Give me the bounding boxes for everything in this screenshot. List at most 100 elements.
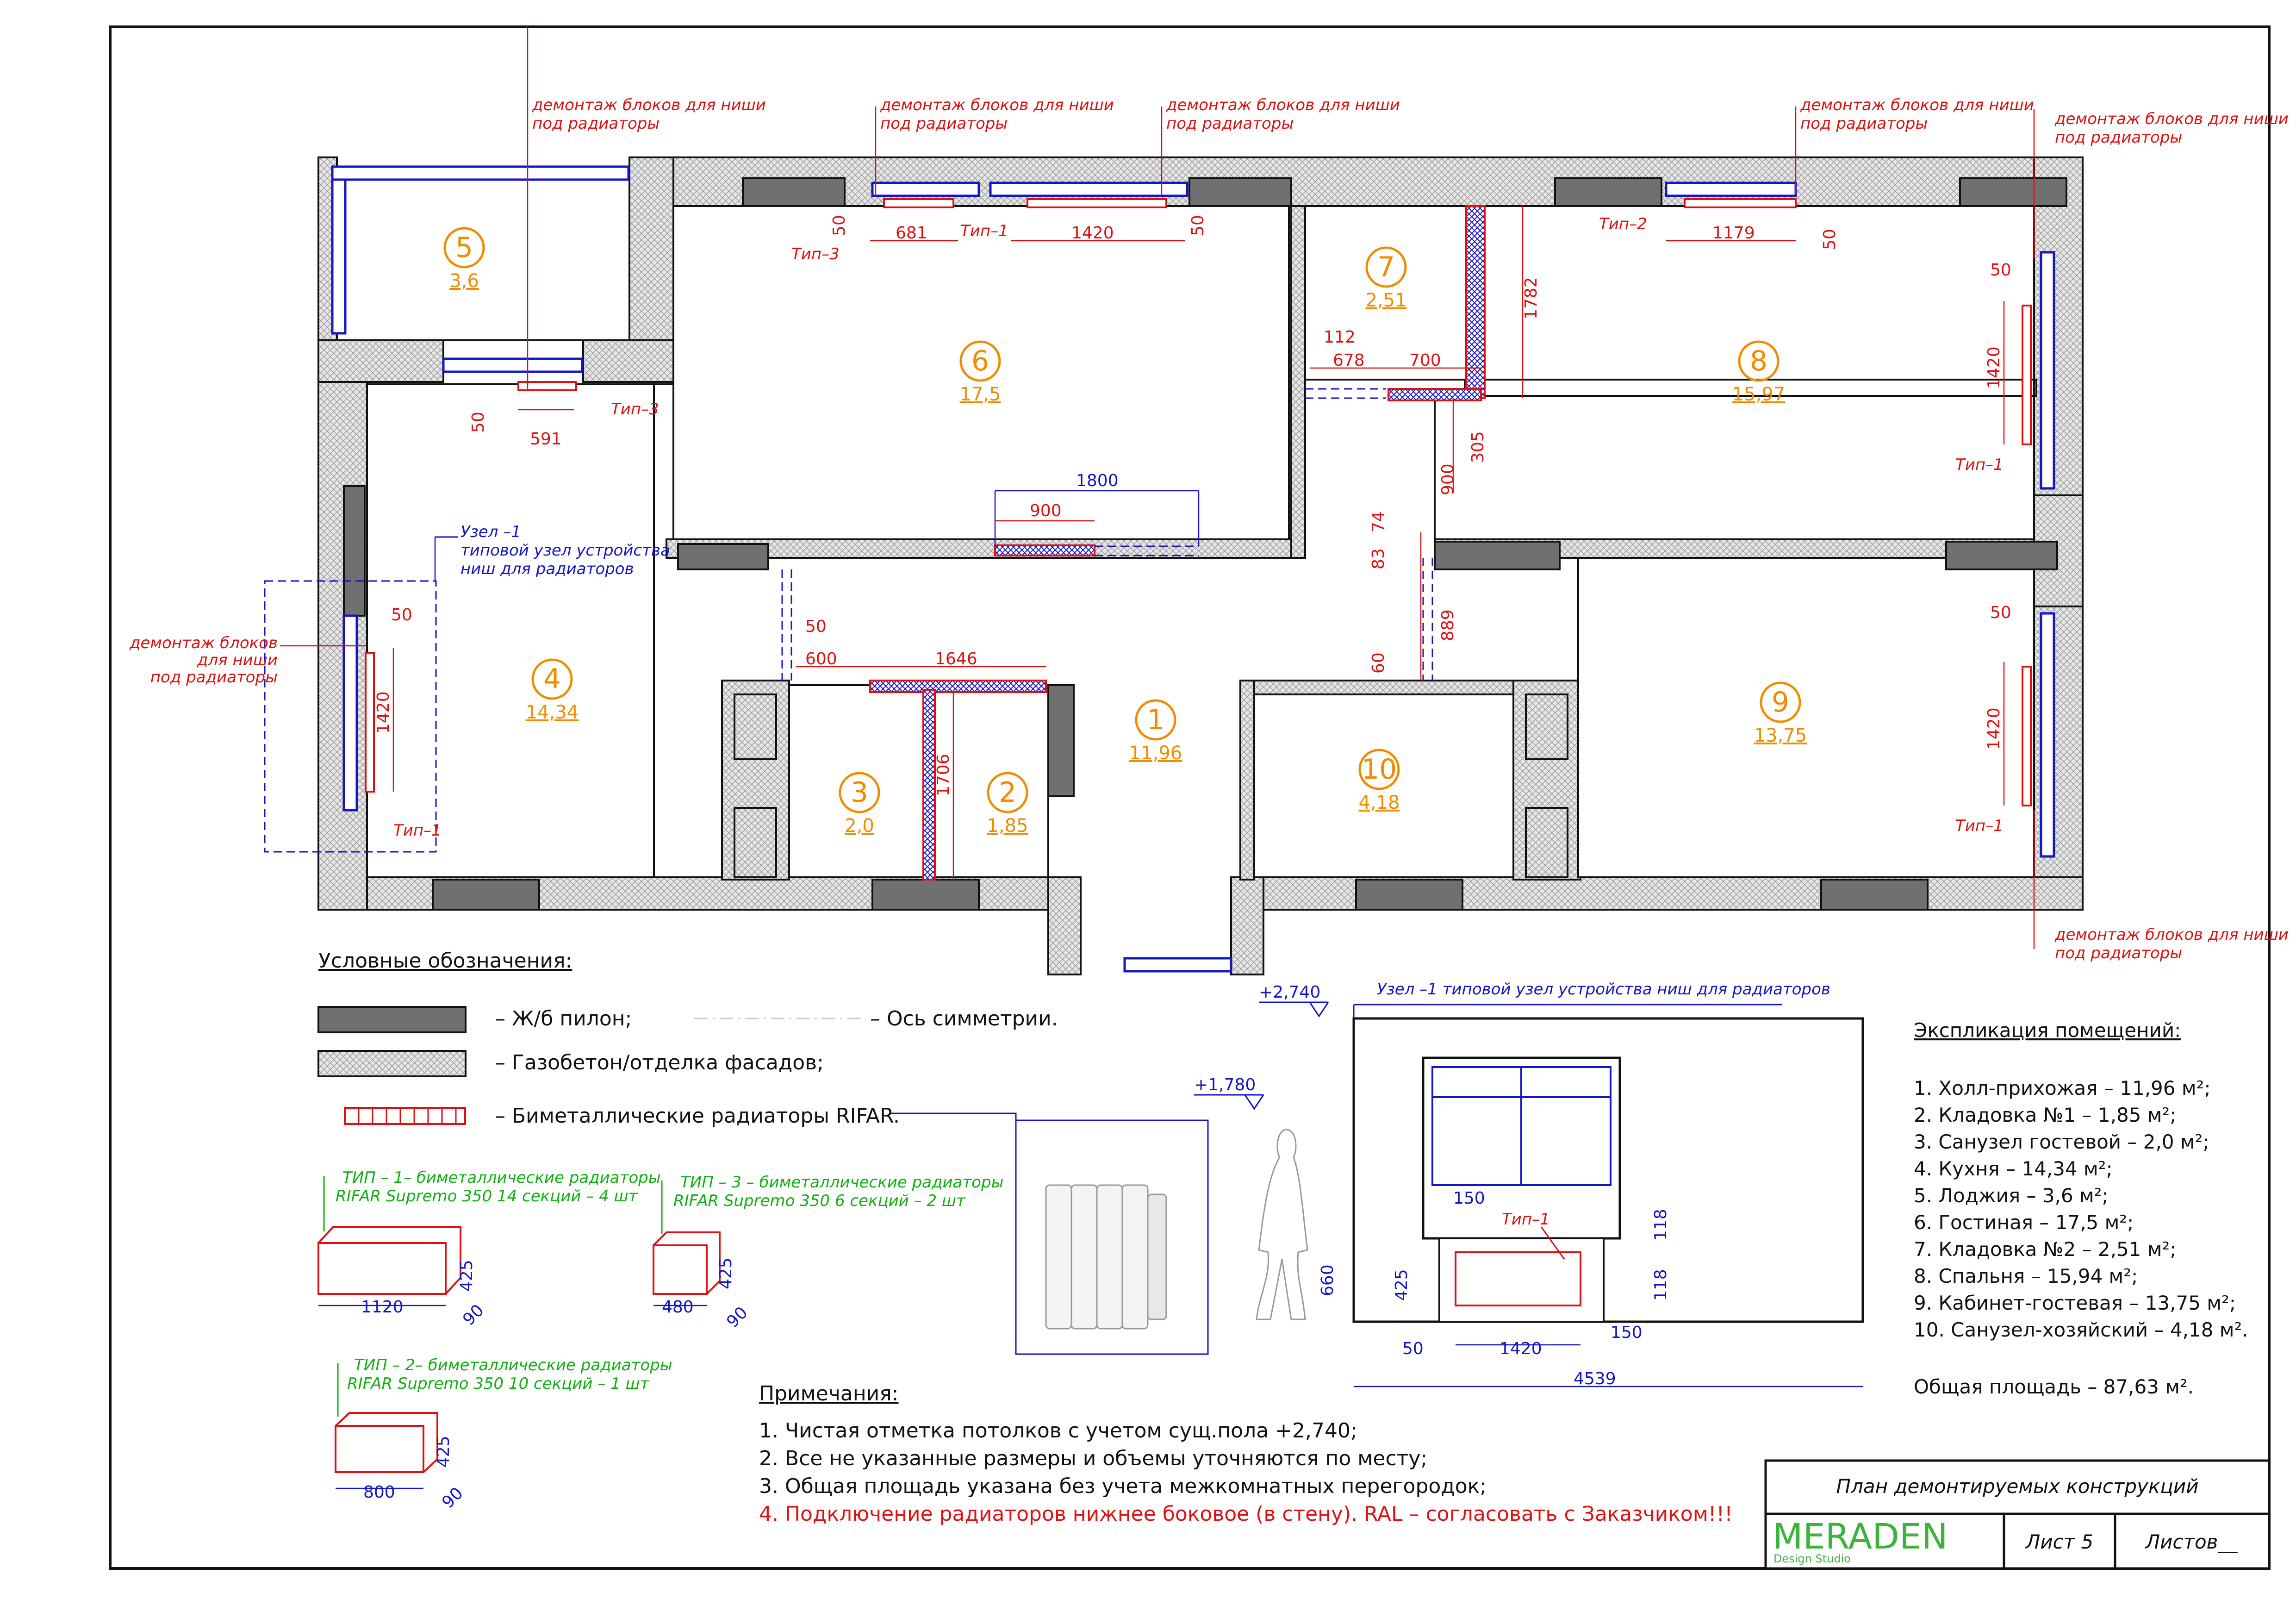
svg-text:425: 425 bbox=[457, 1260, 476, 1292]
svg-text:ниш для радиаторов: ниш для радиаторов bbox=[460, 560, 634, 578]
dim-50-e: 50 bbox=[805, 617, 827, 636]
dismantle-note-4: демонтаж блоков для ниши bbox=[1800, 96, 2034, 114]
svg-text:5. Лоджия – 3,6 м²;: 5. Лоджия – 3,6 м²; bbox=[1914, 1184, 2109, 1207]
explication-title: Экспликация помещений: bbox=[1914, 1019, 2181, 1042]
dim-1420-d: 1420 bbox=[374, 691, 393, 734]
room-10-area: 4,18 bbox=[1358, 792, 1400, 813]
dim-50-b: 50 bbox=[1188, 215, 1207, 236]
note-4: 4. Подключение радиаторов нижнее боковое… bbox=[759, 1502, 1733, 1526]
svg-text:типовой узел устройства: типовой узел устройства bbox=[460, 541, 670, 560]
room-8-area: 15,97 bbox=[1732, 384, 1786, 405]
type1-label-2: Тип–1 bbox=[1955, 456, 2004, 474]
svg-text:4539: 4539 bbox=[1574, 1369, 1616, 1388]
dim-700: 700 bbox=[1409, 351, 1441, 370]
human-figure-icon bbox=[1256, 1129, 1308, 1320]
room-4-number: 4 bbox=[543, 663, 561, 695]
room-4-area: 14,34 bbox=[526, 702, 579, 723]
svg-text:660: 660 bbox=[1318, 1264, 1337, 1296]
dim-50-f: 50 bbox=[1990, 261, 2011, 280]
dim-1420: 1420 bbox=[1071, 224, 1114, 243]
svg-text:8. Спальня – 15,94 м²;: 8. Спальня – 15,94 м²; bbox=[1914, 1265, 2138, 1287]
brand-logo: MERADEN bbox=[1773, 1516, 1948, 1557]
dismantle-note-2b: под радиаторы bbox=[880, 114, 1008, 133]
dim-600: 600 bbox=[805, 650, 837, 668]
dim-900: 900 bbox=[1030, 501, 1062, 520]
sheets-count: Листов__ bbox=[2145, 1530, 2238, 1553]
dismantle-note-left-2: для ниши bbox=[197, 651, 278, 669]
concrete-pylons bbox=[343, 177, 2067, 911]
brand-subtitle: Design Studio bbox=[1773, 1552, 1851, 1565]
notes-title: Примечания: bbox=[759, 1382, 899, 1405]
svg-text:ТИП – 2– биметаллические радиа: ТИП – 2– биметаллические радиаторы bbox=[354, 1356, 672, 1374]
room-9-area: 13,75 bbox=[1754, 725, 1807, 746]
svg-text:RIFAR Supremo 350 14 секций –: RIFAR Supremo 350 14 секций – 4 шт bbox=[336, 1187, 638, 1206]
dismantle-note-2: демонтаж блоков для ниши bbox=[880, 96, 1114, 114]
type1-label-4: Тип–1 bbox=[393, 821, 442, 840]
room-3-area: 2,0 bbox=[845, 815, 874, 837]
svg-text:Тип–1: Тип–1 bbox=[1502, 1210, 1550, 1229]
room-5-area: 3,6 bbox=[449, 270, 479, 292]
radiator-type-labels: Тип–3 Тип–1 Тип–2 Тип–1 Тип–1 Тип–3 Тип–… bbox=[393, 215, 2004, 840]
sheet-frame bbox=[109, 25, 2271, 1570]
svg-text:150: 150 bbox=[1611, 1323, 1643, 1342]
room-1-area: 11,96 bbox=[1129, 743, 1182, 764]
room-10-number: 10 bbox=[1362, 753, 1397, 786]
node-note: Узел –1 типовой узел устройства ниш для … bbox=[435, 523, 670, 578]
legend-gasbeton: – Газобетон/отделка фасадов; bbox=[495, 1051, 824, 1074]
svg-text:90: 90 bbox=[438, 1484, 467, 1512]
legend-title: Условные обозначения: bbox=[318, 949, 572, 973]
dim-1706: 1706 bbox=[934, 754, 953, 796]
type3-label-1: Тип–3 bbox=[791, 245, 840, 263]
dim-50-h: 50 bbox=[391, 606, 412, 625]
dim-681: 681 bbox=[896, 224, 927, 243]
dim-112: 112 bbox=[1324, 328, 1356, 347]
svg-text:425: 425 bbox=[1392, 1269, 1411, 1301]
explication: Экспликация помещений: 1. Холл-прихожая … bbox=[1914, 1019, 2248, 1398]
dismantle-note-6: демонтаж блоков для ниши bbox=[2054, 925, 2289, 944]
dismantle-note-6b: под радиаторы bbox=[2055, 944, 2182, 962]
dismantle-note-3: демонтаж блоков для ниши bbox=[1166, 96, 1400, 114]
dim-1420-b: 1420 bbox=[1985, 346, 2004, 389]
svg-text:7. Кладовка №2 – 2,51 м²;: 7. Кладовка №2 – 2,51 м²; bbox=[1914, 1238, 2176, 1261]
explication-total: Общая площадь – 87,63 м². bbox=[1914, 1375, 2194, 1398]
room-6-number: 6 bbox=[971, 345, 989, 377]
dismantle-note-5: демонтаж блоков для ниши bbox=[2054, 110, 2289, 128]
svg-text:Узел –1: Узел –1 bbox=[460, 523, 521, 541]
dismantle-note-4b: под радиаторы bbox=[1800, 114, 1928, 133]
svg-text:1. Холл-прихожая – 11,96 м²;: 1. Холл-прихожая – 11,96 м²; bbox=[1914, 1077, 2211, 1099]
dim-50-d: 50 bbox=[469, 412, 488, 433]
type1-label-3: Тип–1 bbox=[1955, 817, 2004, 835]
svg-text:425: 425 bbox=[716, 1257, 735, 1289]
dim-50-g: 50 bbox=[1990, 603, 2011, 622]
svg-text:90: 90 bbox=[459, 1301, 487, 1329]
svg-text:800: 800 bbox=[363, 1483, 395, 1502]
dim-305: 305 bbox=[1468, 431, 1487, 463]
level-2740: +2,740 bbox=[1259, 983, 1320, 1002]
dim-900-vertical: 900 bbox=[1438, 463, 1457, 495]
type2-label-1: Тип–2 bbox=[1599, 215, 1647, 233]
levels: +2,740 +1,780 bbox=[1194, 983, 1329, 1320]
dim-50-c: 50 bbox=[1820, 229, 1839, 250]
room-9-number: 9 bbox=[1772, 686, 1789, 718]
dim-591: 591 bbox=[530, 430, 562, 449]
notes-block: Примечания: 1. Чистая отметка потолков с… bbox=[759, 1382, 1733, 1526]
dismantle-note-3b: под радиаторы bbox=[1166, 114, 1294, 133]
dimension-lines-blue bbox=[434, 490, 1200, 581]
sheet-number: Лист 5 bbox=[2025, 1530, 2094, 1553]
svg-text:4. Кухня – 14,34 м²;: 4. Кухня – 14,34 м²; bbox=[1914, 1157, 2113, 1180]
dim-83: 83 bbox=[1369, 548, 1388, 569]
radiator-image bbox=[1015, 1119, 1209, 1355]
dim-1800: 1800 bbox=[1076, 471, 1119, 490]
dim-889: 889 bbox=[1438, 609, 1457, 641]
radiators-plan bbox=[365, 198, 2032, 806]
svg-text:118: 118 bbox=[1651, 1209, 1670, 1241]
dismantle-notes: демонтаж блоков для ниши под радиаторы д… bbox=[129, 96, 2289, 962]
svg-text:150: 150 bbox=[1453, 1189, 1485, 1208]
legend: Условные обозначения: – Ж/б пилон; – Ось… bbox=[317, 949, 1209, 1355]
dim-1782: 1782 bbox=[1522, 277, 1541, 319]
svg-text:ТИП – 1– биметаллические радиа: ТИП – 1– биметаллические радиаторы bbox=[342, 1168, 661, 1187]
svg-text:RIFAR Supremo 350 6 секций – 2: RIFAR Supremo 350 6 секций – 2 шт bbox=[673, 1192, 966, 1210]
svg-text:90: 90 bbox=[723, 1303, 751, 1331]
legend-axis: – Ось симметрии. bbox=[870, 1007, 1058, 1031]
